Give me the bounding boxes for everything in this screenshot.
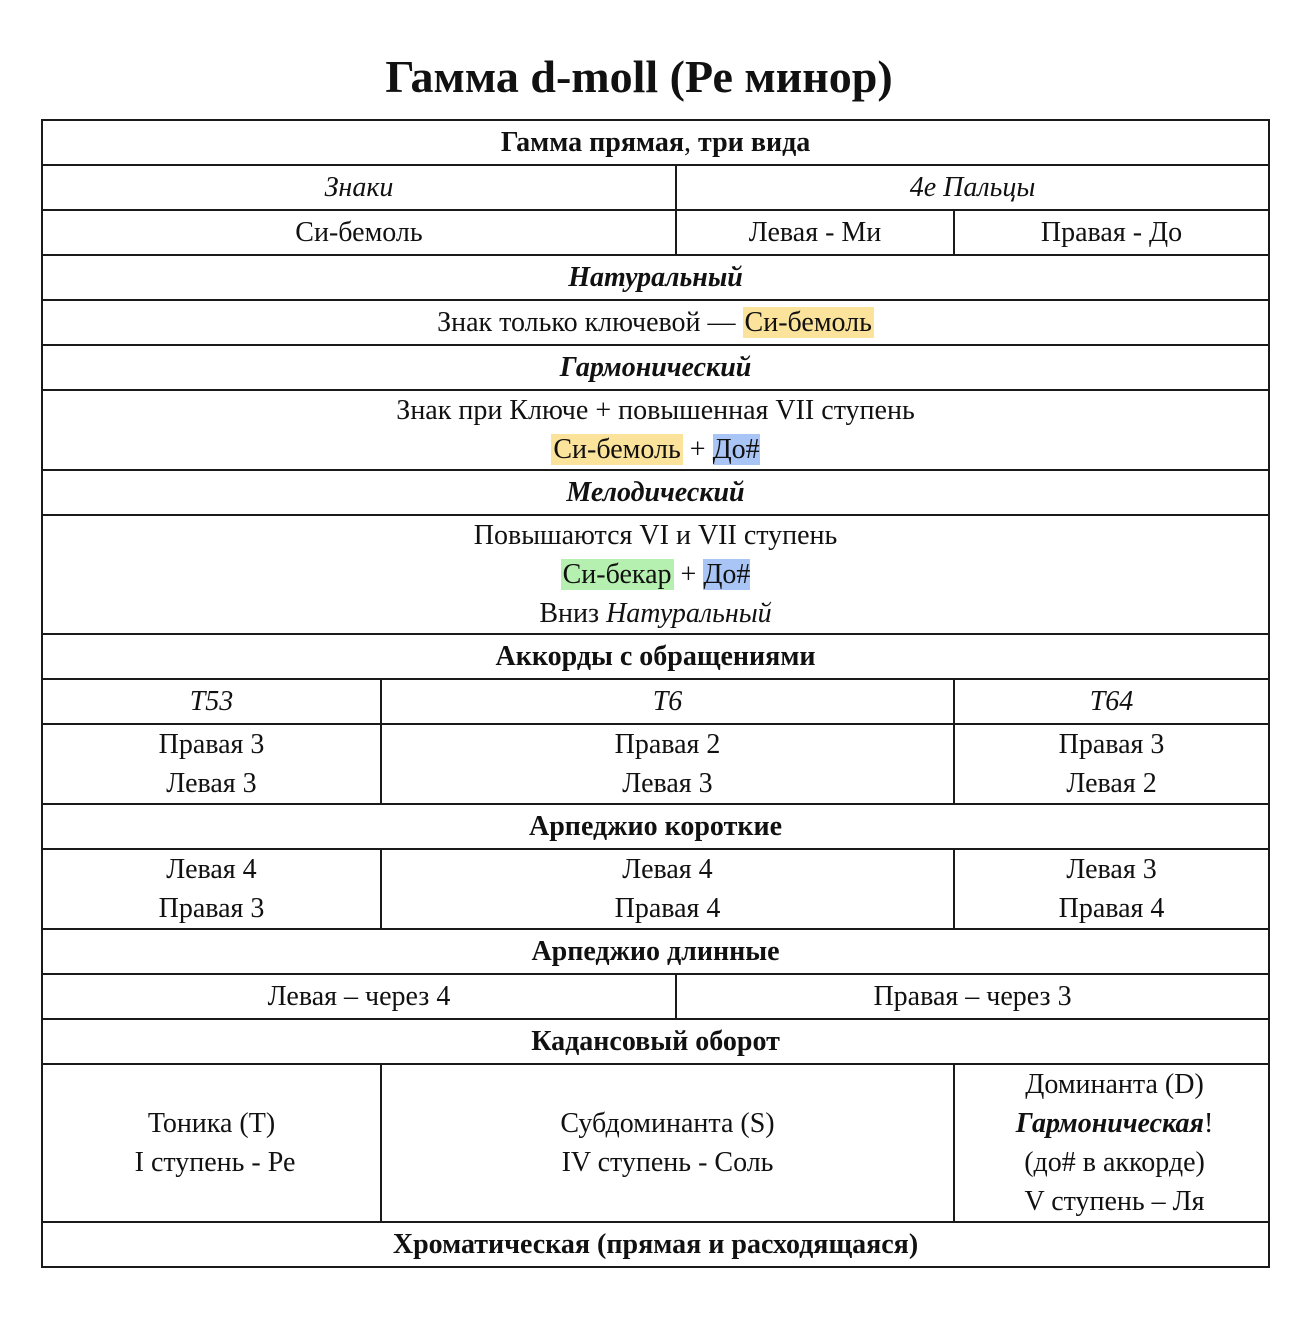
natural-highlight-b-flat: Си-бемоль (742, 307, 874, 338)
harmonic-highlight-b-flat: Си-бемоль (551, 434, 683, 465)
straight-title-bold: Гамма прямая (500, 127, 685, 158)
arp-short-2-line1: Левая 4 (622, 854, 713, 885)
signs-header: Знаки (41, 164, 677, 211)
section-arp-long-title: Арпеджио длинные (40, 928, 1271, 975)
tonic-step: I ступень - Ре (127, 1147, 296, 1178)
tonic-name: Тоника (Т) (147, 1108, 276, 1139)
straight-title-rest: три вида (691, 127, 811, 158)
chord-cell-t53: Правая 3 Левая 3 (41, 723, 382, 805)
arp-long-left: Левая – через 4 (41, 973, 677, 1020)
arp-short-cell-3: Левая 3 Правая 4 (952, 848, 1271, 930)
chord-t64-line2: Левая 2 (1066, 768, 1157, 799)
arp-short-cell-1: Левая 4 Правая 3 (41, 848, 382, 930)
section-natural-title: Натуральный (40, 254, 1271, 301)
section-harmonic-title: Гармонический (40, 344, 1271, 391)
dominant-exclamation: ! (1203, 1108, 1214, 1139)
dominant-name: Доминанта (D) (1025, 1069, 1204, 1100)
chord-t53-line2: Левая 3 (166, 768, 257, 799)
dominant-harmonic: Гармоническая (1015, 1108, 1204, 1139)
arp-short-2-line2: Правая 4 (614, 893, 721, 924)
harmonic-plus: + (682, 434, 713, 465)
signs-value: Си-бемоль (41, 209, 677, 256)
arp-short-3-line1: Левая 3 (1066, 854, 1157, 885)
section-chords-title: Аккорды с обращениями (40, 633, 1271, 680)
natural-description: Знак только ключевой — Си-бемоль (40, 299, 1271, 346)
subdominant-name: Субдоминанта (S) (560, 1108, 775, 1139)
melodic-highlight-b-natural: Си-бекар (560, 559, 674, 590)
section-chromatic-title: Хроматическая (прямая и расходящаяся) (40, 1221, 1271, 1268)
left-finger-value: Левая - Ми (675, 209, 955, 256)
melodic-down-label: Вниз (539, 598, 607, 629)
dominant-note: (до# в аккорде) (1024, 1147, 1205, 1178)
chord-t6-line1: Правая 2 (614, 729, 721, 760)
arp-short-1-line1: Левая 4 (166, 854, 257, 885)
arp-short-3-line2: Правая 4 (1058, 893, 1165, 924)
chord-t6-line2: Левая 3 (622, 768, 713, 799)
natural-text: Знак только ключевой — (437, 307, 743, 338)
cadence-subdominant-cell: Субдоминанта (S) IV ступень - Соль (380, 1063, 955, 1223)
harmonic-description: Знак при Ключе + повышенная VII ступень … (40, 389, 1271, 471)
section-straight-title: Гамма прямая, три вида (40, 119, 1271, 166)
chord-cell-t64: Правая 3 Левая 2 (952, 723, 1271, 805)
right-finger-value: Правая - До (952, 209, 1271, 256)
melodic-line1: Повышаются VI и VII ступень (473, 520, 838, 551)
arp-short-1-line2: Правая 3 (158, 893, 265, 924)
subdominant-step: IV ступень - Соль (561, 1147, 774, 1178)
melodic-down-value: Натуральный (606, 598, 772, 629)
chord-cell-t6: Правая 2 Левая 3 (380, 723, 955, 805)
chord-header-t6: Т6 (380, 678, 955, 725)
cadence-tonic-cell: Тоника (Т) I ступень - Ре (41, 1063, 382, 1223)
melodic-highlight-c-sharp: До# (703, 559, 751, 590)
chord-header-t53: Т53 (41, 678, 382, 725)
dominant-step: V ступень – Ля (1024, 1186, 1205, 1217)
fingers-header: 4е Пальцы (674, 164, 1271, 211)
cadence-dominant-cell: Доминанта (D) Гармоническая! (до# в акко… (952, 1063, 1271, 1223)
section-cadence-title: Кадансовый оборот (40, 1018, 1271, 1065)
chord-t64-line1: Правая 3 (1058, 729, 1165, 760)
chord-t53-line1: Правая 3 (158, 729, 265, 760)
scale-table: Гамма прямая, три вида Знаки 4е Пальцы С… (40, 119, 1271, 1268)
melodic-plus: + (673, 559, 704, 590)
page-title: Гамма d-moll (Ре минор) (385, 51, 893, 102)
arp-long-right: Правая – через 3 (674, 973, 1271, 1020)
section-arp-short-title: Арпеджио короткие (40, 803, 1271, 850)
arp-short-cell-2: Левая 4 Правая 4 (380, 848, 955, 930)
harmonic-line1: Знак при Ключе + повышенная VII ступень (396, 395, 915, 426)
harmonic-highlight-c-sharp: До# (712, 434, 760, 465)
straight-title-comma: , (684, 127, 692, 158)
chord-header-t64: Т64 (952, 678, 1271, 725)
melodic-description: Повышаются VI и VII ступень Си-бекар + Д… (40, 514, 1271, 635)
section-melodic-title: Мелодический (40, 469, 1271, 516)
